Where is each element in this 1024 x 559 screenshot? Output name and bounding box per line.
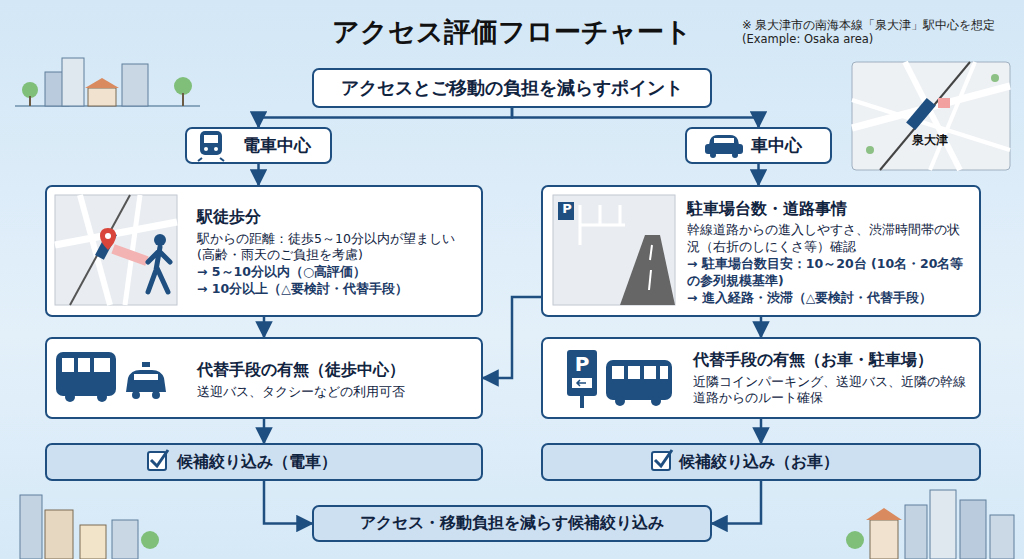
branch-header: 車中心 — [685, 127, 832, 164]
criteria-item: → 5～10分以内（○高評価） — [197, 264, 473, 281]
box-body: 幹線道路からの進入しやすさ、渋滞時間帯の状況（右折のしにくさ等）確認 — [687, 222, 971, 256]
flow-arrow — [757, 164, 760, 185]
flow-arrow — [712, 481, 761, 524]
flow-arrow — [264, 481, 312, 524]
box-heading: 駅徒歩分 — [197, 206, 473, 228]
skyline-bottom-right — [846, 490, 1014, 559]
process-box: 駐車場台数・道路事情幹線道路からの進入しやすさ、渋滞時間帯の状況（右折のしにくさ… — [541, 185, 981, 317]
box-body: 近隣コインパーキング、送迎バス、近隣の幹線道路からのルート確保 — [693, 374, 971, 408]
criteria-item: → 10分以上（△要検討・代替手段） — [197, 281, 473, 298]
skyline-top-left — [15, 58, 200, 106]
parking-letter: P — [571, 352, 593, 377]
flow-arrow — [760, 419, 763, 443]
parking-letter: P — [560, 201, 574, 217]
branch-header: 電車中心 — [185, 127, 332, 164]
box-heading: 候補絞り込み（電車） — [177, 452, 473, 473]
process-box: 代替手段の有無（お車・駐車場） 近隣コインパーキング、送迎バス、近隣の幹線道路から… — [541, 337, 981, 419]
box-heading: アクセスとご移動の負担を減らすポイント — [324, 76, 700, 99]
flow-arrow — [483, 297, 541, 378]
diagram-title: アクセス評価フローチャート — [262, 14, 762, 50]
criteria-item: → 駐車場台数目安：10～20台 (10名・20名等の参列規模基準) — [687, 256, 971, 290]
process-box: 駅徒歩分駅からの距離：徒歩5～10分以内が望ましい (高齢・雨天のご負担を考慮)… — [45, 185, 483, 317]
flow-arrow — [263, 419, 266, 443]
box-heading: 駐車場台数・道路事情 — [687, 198, 971, 220]
flow-arrow — [259, 108, 513, 127]
box-body: 駅からの距離：徒歩5～10分以内が望ましい (高齢・雨天のご負担を考慮) — [197, 231, 473, 265]
flow-arrow — [263, 317, 266, 337]
box-heading: 候補絞り込み（お車） — [679, 452, 971, 473]
skyline-bottom-left — [20, 495, 159, 559]
box-heading: アクセス・移動負担を減らす候補絞り込み — [324, 513, 700, 534]
box-heading: 代替手段の有無（徒歩中心） — [197, 359, 473, 381]
box-body: 送迎バス、タクシーなどの利用可否 — [197, 384, 473, 401]
flow-arrow — [512, 108, 759, 127]
flow-arrow — [257, 164, 260, 185]
result-box: 候補絞り込み（お車） — [541, 443, 981, 481]
box-heading: 代替手段の有無（お車・駐車場） — [693, 349, 971, 371]
result-box: 候補絞り込み（電車） — [45, 443, 483, 481]
note-text: ※ 泉大津市の南海本線「泉大津」駅中心を想定 (Example: Osaka a… — [742, 18, 1014, 47]
branch-label: 車中心 — [731, 134, 822, 156]
map-label: 泉大津 — [912, 133, 962, 148]
criteria-item: → 進入経路・渋滞（△要検討・代替手段） — [687, 290, 971, 307]
start-box: アクセスとご移動の負担を減らすポイント — [312, 68, 712, 108]
flow-arrow — [760, 317, 763, 337]
branch-label: 電車中心 — [231, 134, 322, 156]
final-box: アクセス・移動負担を減らす候補絞り込み — [312, 505, 712, 542]
process-box: 代替手段の有無（徒歩中心） 送迎バス、タクシーなどの利用可否 — [45, 337, 483, 419]
map-inset — [852, 62, 1010, 170]
